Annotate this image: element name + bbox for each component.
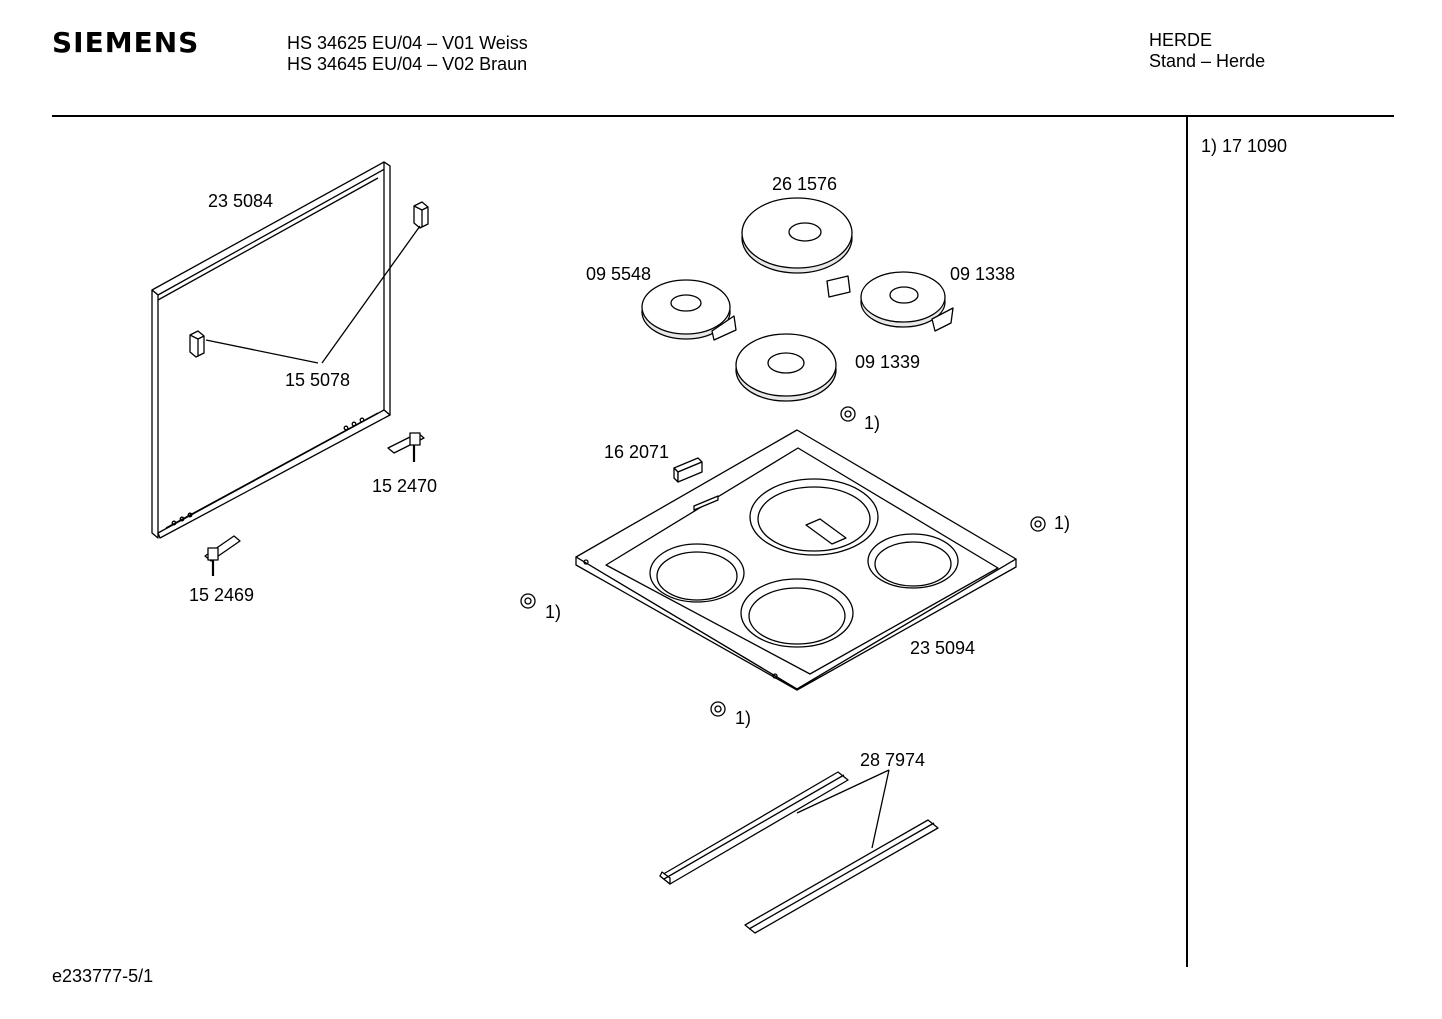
nut-bottom bbox=[710, 701, 726, 717]
hinge-left-part bbox=[204, 535, 241, 576]
brand-logo: SIEMENS bbox=[52, 26, 200, 59]
label-ref-left: 1) bbox=[545, 602, 562, 622]
label-frame: 23 5084 bbox=[208, 191, 274, 211]
bracket-part bbox=[673, 457, 703, 483]
nut-top bbox=[840, 406, 856, 422]
category: HERDE bbox=[1149, 30, 1213, 50]
label-plate-left: 09 5548 bbox=[586, 264, 652, 284]
plate-left-part bbox=[641, 279, 737, 341]
model-line-2: HS 34645 EU/04 – V02 Braun bbox=[287, 54, 528, 74]
sidebar-divider bbox=[1186, 117, 1188, 967]
label-hob-top: 23 5094 bbox=[910, 638, 976, 658]
clip-part bbox=[189, 201, 429, 364]
header-divider bbox=[52, 115, 1394, 117]
frame-part bbox=[151, 161, 391, 539]
hinge-right-part bbox=[387, 432, 425, 462]
plate-front-part bbox=[735, 333, 837, 402]
label-clip: 15 5078 bbox=[285, 370, 351, 390]
label-rails: 28 7974 bbox=[860, 750, 926, 770]
label-hinge-left: 15 2469 bbox=[189, 585, 255, 605]
nut-left bbox=[520, 593, 536, 609]
plate-large-part bbox=[741, 197, 853, 298]
label-hinge-right: 15 2470 bbox=[372, 476, 438, 496]
nut-right bbox=[1030, 516, 1046, 532]
label-plate-large: 26 1576 bbox=[772, 174, 838, 194]
label-plate-front: 09 1339 bbox=[855, 352, 921, 372]
label-ref-bottom: 1) bbox=[735, 708, 752, 728]
hob-top-part bbox=[575, 429, 1017, 691]
footer-code: e233777-5/1 bbox=[52, 966, 154, 986]
label-bracket: 16 2071 bbox=[604, 442, 670, 462]
plate-right-part bbox=[860, 271, 954, 332]
label-ref-right: 1) bbox=[1054, 513, 1071, 533]
legend-note: 1) 17 1090 bbox=[1201, 136, 1288, 156]
rails-part bbox=[659, 769, 939, 934]
label-ref-top: 1) bbox=[864, 413, 881, 433]
label-plate-right: 09 1338 bbox=[950, 264, 1016, 284]
model-line-1: HS 34625 EU/04 – V01 Weiss bbox=[287, 33, 528, 53]
subcategory: Stand – Herde bbox=[1149, 51, 1266, 71]
